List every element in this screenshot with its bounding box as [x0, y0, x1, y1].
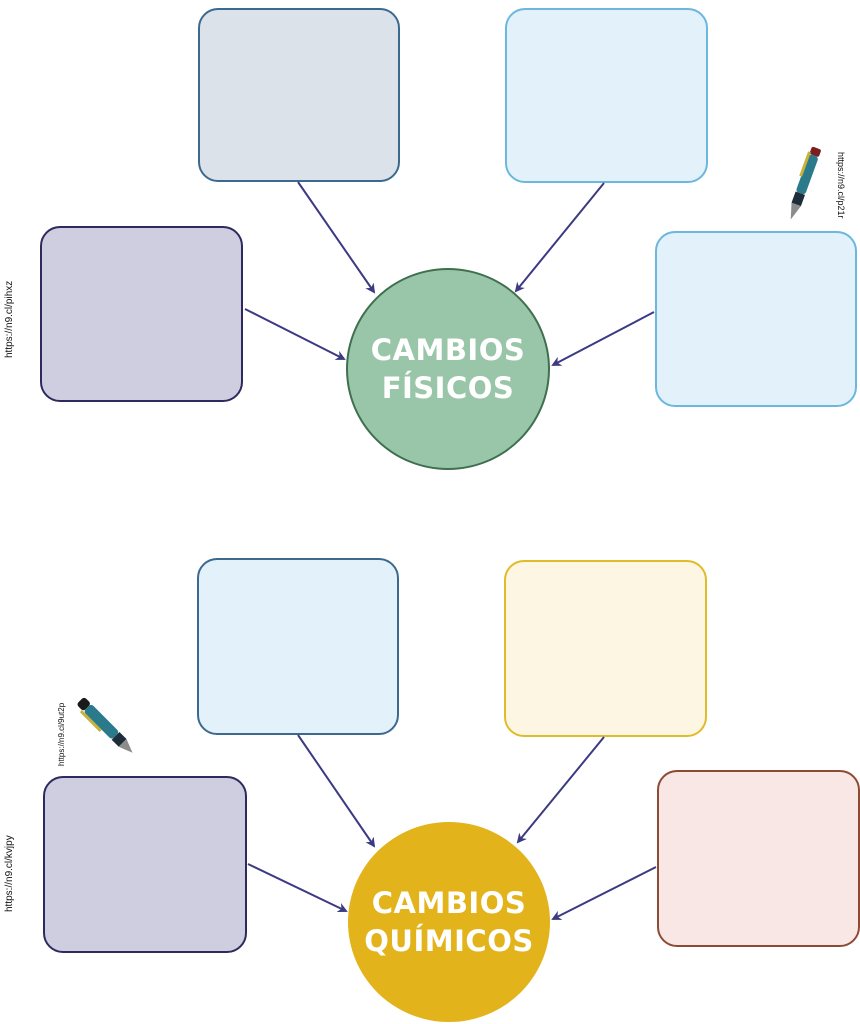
empty-box-top-left [198, 8, 400, 182]
cambios-quimicos-circle: CAMBIOS QUÍMICOS [348, 822, 550, 1022]
arrow [247, 863, 348, 913]
link-label-top-right: https://n9.cl/p21r [836, 152, 846, 219]
circle-title-line2: QUÍMICOS [364, 924, 534, 958]
circle-title-line1: CAMBIOS [371, 886, 527, 920]
empty-box-bottom-top-left [197, 558, 399, 735]
arrow [514, 182, 605, 293]
arrow [516, 736, 605, 844]
empty-box-mid-right [655, 231, 857, 407]
empty-box-bottom-top-right [504, 560, 707, 737]
empty-box-top-right [505, 8, 708, 183]
circle-title-line2: FÍSICOS [381, 371, 515, 405]
empty-box-mid-left [40, 226, 243, 402]
arrow [551, 311, 655, 366]
link-label-bottom-pen: https://n9.cl/9ut2p [57, 702, 66, 766]
arrow [297, 734, 376, 848]
arrow [297, 181, 376, 294]
circle-title-line1: CAMBIOS [370, 333, 526, 367]
empty-box-bottom-left [43, 776, 247, 953]
pen-icon [790, 146, 821, 220]
pen-icon [77, 697, 133, 753]
empty-box-bottom-right [657, 770, 860, 947]
link-label-top-left: https://n9.cl/pihxz [4, 280, 15, 358]
arrow [244, 308, 346, 360]
link-label-bottom-left: https://n9.cl/kvjpy [4, 835, 15, 912]
cambios-fisicos-circle: CAMBIOS FÍSICOS [346, 268, 550, 470]
arrow [551, 866, 657, 920]
